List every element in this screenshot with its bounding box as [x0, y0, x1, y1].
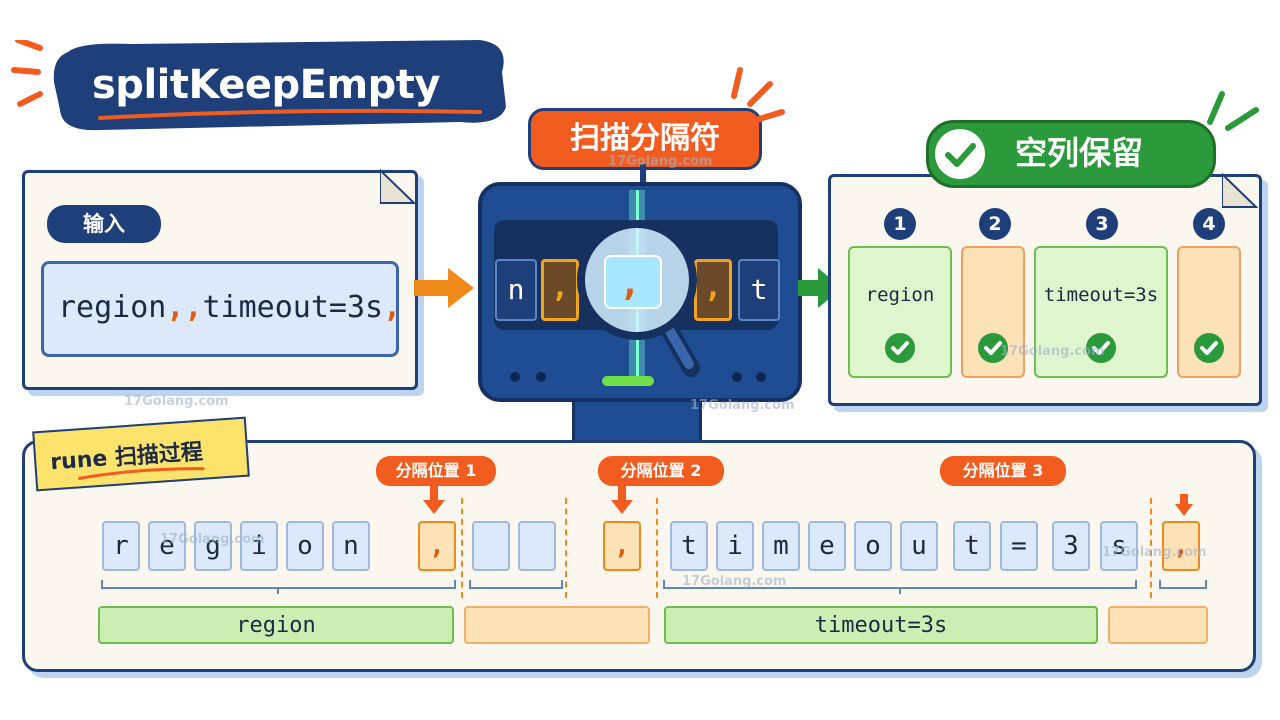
divider-dashed — [565, 498, 567, 598]
column-number: 3 — [1086, 208, 1118, 240]
alert-strokes-icon — [731, 67, 785, 123]
arrow-down-icon — [423, 486, 445, 514]
rune-cell-empty — [518, 521, 556, 571]
divider-dashed — [461, 498, 463, 598]
arrow-right-green-icon — [798, 268, 842, 308]
rune-cell: i — [716, 521, 754, 571]
separator-label-3: 分隔位置 3 — [940, 456, 1066, 486]
scanner-cell-comma-focus: , — [619, 263, 641, 304]
rune-cell-comma: , — [418, 521, 456, 571]
watermark: 17Golang.com — [682, 574, 787, 589]
rune-cell: = — [1000, 521, 1038, 571]
rune-cell-comma: , — [603, 521, 641, 571]
check-icon — [978, 333, 1008, 363]
magnifier-icon — [577, 220, 700, 377]
watermark: 17Golang.com — [690, 398, 795, 413]
watermark: 17Golang.com — [160, 532, 265, 547]
scanner-cell-comma: , — [541, 259, 579, 321]
output-label: 空列保留 — [1015, 134, 1144, 172]
brush-background — [53, 40, 507, 131]
input-part-timeout: timeout=3s — [202, 290, 384, 325]
underline-stroke — [78, 467, 205, 480]
check-icon — [885, 333, 915, 363]
rivet — [536, 372, 546, 382]
rune-cell: g — [194, 521, 232, 571]
rune-cell-comma: , — [1162, 521, 1200, 571]
output-column-value: region — [865, 284, 935, 306]
column-number: 1 — [884, 208, 916, 240]
rune-cell: t — [953, 521, 991, 571]
rune-cell: e — [808, 521, 846, 571]
rune-cell: o — [286, 521, 324, 571]
column-number: 4 — [1193, 208, 1225, 240]
divider-dashed — [656, 498, 658, 598]
page-title: splitKeepEmpty — [92, 62, 441, 108]
rune-cell: 3 — [1052, 521, 1090, 571]
input-part-trailing-comma: , — [383, 290, 402, 325]
check-icon — [1194, 333, 1224, 363]
rune-cell: r — [102, 521, 140, 571]
antenna — [640, 164, 646, 186]
column-number: 2 — [979, 208, 1011, 240]
scanner-cell: t — [738, 259, 780, 321]
watermark: 17Golang.com — [124, 394, 229, 409]
check-icon — [1086, 333, 1116, 363]
empty-preserved-badge: 空列保留 — [926, 120, 1216, 188]
rune-cell: o — [854, 521, 892, 571]
watermark: 17Golang.com — [1102, 545, 1207, 560]
input-part-commas: ,, — [166, 290, 203, 325]
result-segment: region — [98, 606, 454, 644]
scanner-label: 扫描分隔符 — [528, 108, 762, 170]
input-label: 输入 — [47, 205, 161, 243]
rune-cell: m — [762, 521, 800, 571]
check-icon — [935, 129, 985, 179]
separator-label-2: 分隔位置 2 — [598, 456, 724, 486]
arrow-down-icon — [1175, 494, 1193, 516]
input-text: region,,timeout=3s, — [58, 290, 401, 325]
rune-cell: t — [670, 521, 708, 571]
accent-strokes-icon — [11, 40, 43, 107]
rune-cell: e — [148, 521, 186, 571]
input-field: region,,timeout=3s, — [41, 261, 401, 357]
scanner-cell: n — [495, 259, 537, 321]
rune-cell: i — [240, 521, 278, 571]
result-segment-empty — [464, 606, 650, 644]
folded-corner-icon — [380, 168, 417, 204]
rune-cell: u — [900, 521, 938, 571]
arrow-right-icon — [414, 268, 474, 308]
output-column-value: timeout=3s — [1043, 284, 1159, 306]
separator-label-1: 分隔位置 1 — [376, 456, 496, 486]
rune-cell: s — [1100, 521, 1138, 571]
result-segment: timeout=3s — [664, 606, 1098, 644]
arrow-down-icon — [611, 486, 633, 514]
input-panel: 输入 region,,timeout=3s, — [22, 170, 418, 390]
grouping-brackets — [101, 580, 1207, 594]
rune-cell: n — [332, 521, 370, 571]
title-banner: splitKeepEmpty — [40, 22, 510, 142]
rivet — [732, 372, 742, 382]
result-segment-empty — [1108, 606, 1208, 644]
rivet — [510, 372, 520, 382]
watermark: 17Golang.com — [1000, 344, 1105, 359]
process-label-note: rune 扫描过程 — [32, 416, 250, 492]
accent-strokes-green-icon — [1207, 91, 1259, 131]
input-part-region: region — [58, 290, 167, 325]
watermark: 17Golang.com — [608, 154, 713, 169]
status-light — [602, 376, 654, 386]
folded-corner-icon — [1222, 172, 1259, 208]
divider-dashed — [1150, 498, 1152, 598]
rivet — [756, 372, 766, 382]
rune-cell-empty — [472, 521, 510, 571]
